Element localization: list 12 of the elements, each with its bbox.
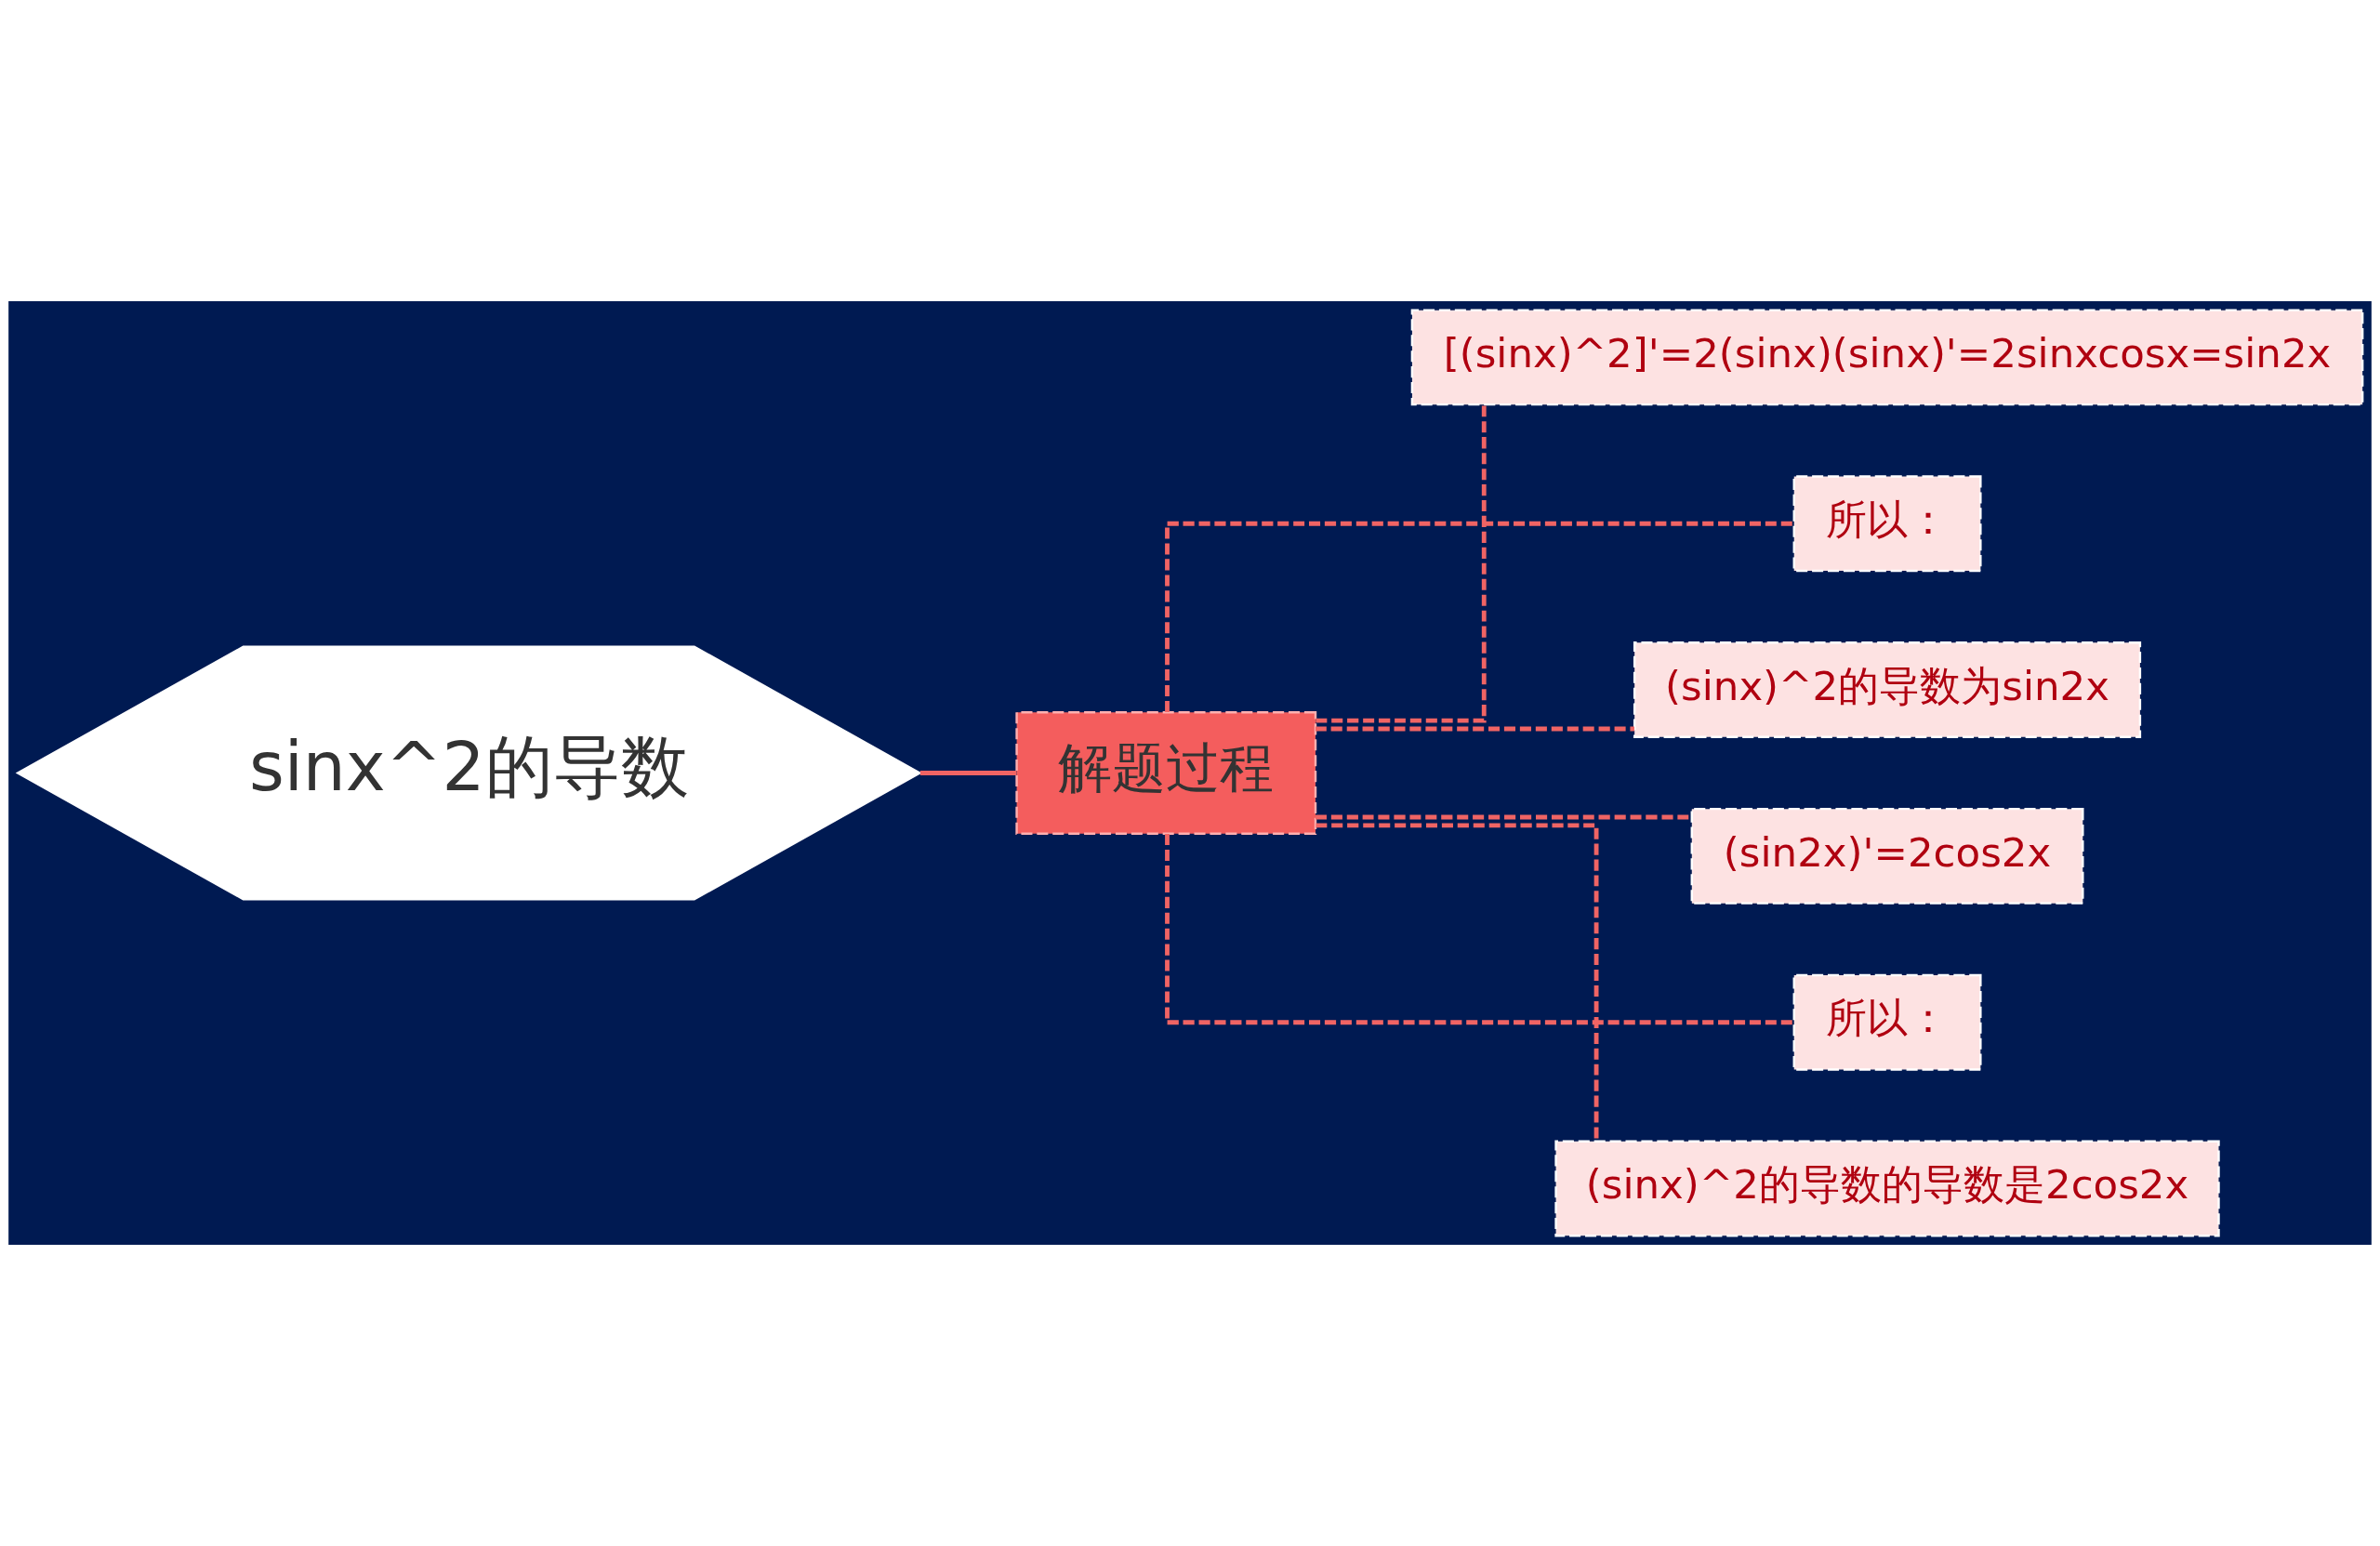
- connector: [1316, 726, 1634, 732]
- connector: [1165, 834, 1794, 1025]
- node-box: [(sinx)^2]'=2(sinx)(sinx)'=2sinxcosx=sin2x: [1410, 309, 2364, 406]
- node-box: 所以：: [1792, 475, 1982, 573]
- node-box: 所以：: [1792, 973, 1982, 1071]
- node-box: 解题过程: [1015, 711, 1317, 835]
- connector: [1316, 404, 1487, 723]
- node-box: (sin2x)'=2cos2x: [1690, 807, 2084, 905]
- connector: [919, 771, 1017, 775]
- node-box: (sinx)^2的导数的导数是2cos2x: [1554, 1140, 2220, 1237]
- connector: [1165, 521, 1794, 712]
- node-box: (sinx)^2的导数为sin2x: [1633, 641, 2142, 739]
